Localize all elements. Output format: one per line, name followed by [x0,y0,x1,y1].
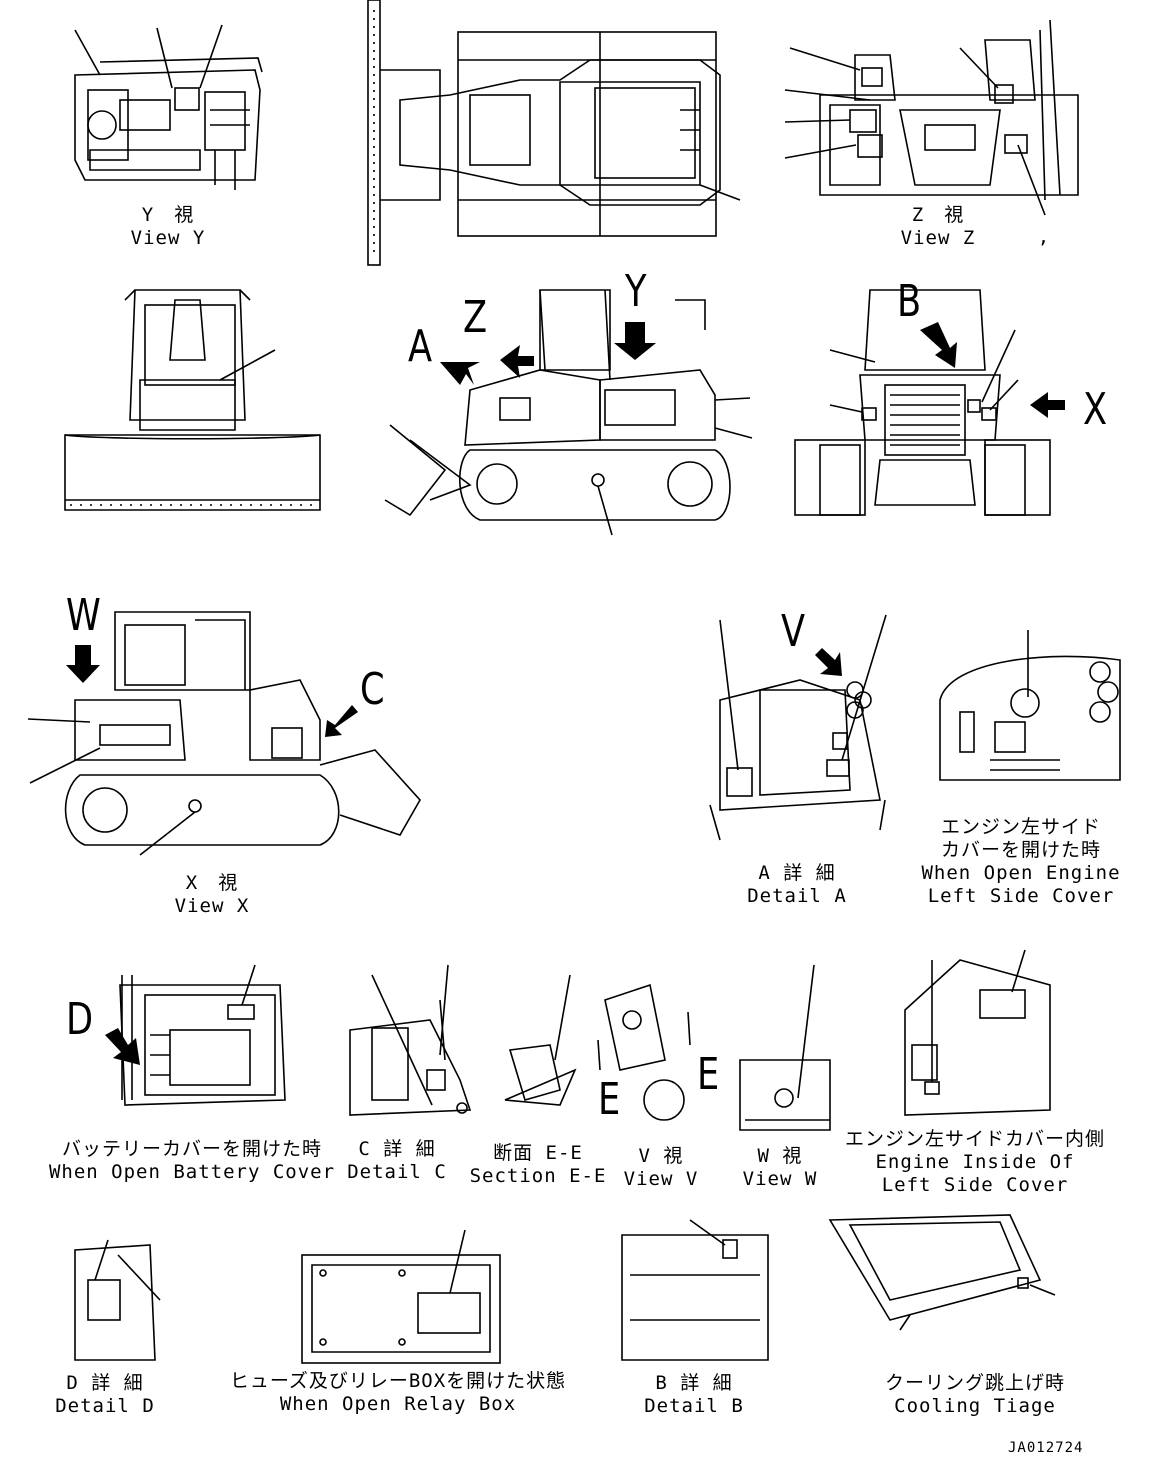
caption-view-v-en: View V [623,1168,699,1190]
caption-detail-a-en: Detail A [747,885,847,907]
caption-view-y-en: View Y [130,227,206,249]
caption-engine-left-cover-jp1: エンジン左サイド [940,816,1101,838]
view-w-drawing [739,964,831,1131]
view-letter-d: D [66,994,94,1045]
caption-detail-c-jp: C 詳 細 [358,1138,436,1160]
caption-cooling-tiage-en: Cooling Tiage [894,1395,1056,1417]
arrow-z [500,345,534,378]
arrow-y [614,322,656,360]
caption-view-w-en: View W [742,1168,818,1190]
caption-view-w-jp: W 視 [757,1145,803,1167]
detail-c-drawing [349,964,472,1116]
caption-view-v: V 視 View V [624,1145,699,1191]
caption-view-z-en: View Z [900,227,976,249]
caption-section-ee-en: Section E-E [469,1165,607,1187]
caption-detail-c-en: Detail C [347,1161,447,1183]
caption-engine-inside-jp: エンジン左サイドカバー内側 [844,1128,1106,1150]
section-ee-drawing [504,974,577,1106]
detail-b-drawing [621,1219,769,1361]
caption-view-x-jp: X 視 [185,872,239,894]
caption-battery-cover-jp: バッテリーカバーを開けた時 [61,1138,323,1160]
view-y-drawing [74,24,263,190]
caption-battery-cover: バッテリーカバーを開けた時 When Open Battery Cover [49,1138,335,1184]
view-letter-x: X [1083,384,1108,435]
caption-view-x-en: View X [174,895,250,917]
caption-engine-left-cover-jp2: カバーを開けた時 [940,839,1101,861]
caption-detail-b: B 詳 細 Detail B [644,1372,744,1418]
battery-cover-drawing [119,964,286,1106]
arrow-d [105,1028,140,1065]
view-letter-v: V [781,606,806,657]
arrow-b [920,322,957,368]
caption-relay-box-en: When Open Relay Box [279,1393,517,1415]
caption-view-x: X 視 View X [175,872,250,918]
front-view-drawing [64,289,321,511]
caption-engine-left-cover: エンジン左サイド カバーを開けた時 When Open Engine Left … [921,816,1120,908]
detail-d-drawing [74,1239,161,1361]
arrow-a [440,362,480,385]
caption-relay-box: ヒューズ及びリレーBOXを開けた状態 When Open Relay Box [230,1370,566,1416]
arrow-c [325,705,358,737]
view-letter-z: Z [463,292,488,343]
view-letter-b: B [897,276,922,327]
caption-view-z-jp: Z 視 [911,204,965,226]
caption-detail-a: A 詳 細 Detail A [747,862,847,908]
caption-engine-left-cover-en2: Left Side Cover [927,885,1115,907]
caption-view-y: Y 視 View Y [131,204,206,250]
caption-view-w: W 視 View W [743,1145,818,1191]
arrow-v [815,648,842,676]
view-letter-c: C [360,664,385,715]
caption-detail-d-jp: D 詳 細 [66,1372,144,1394]
caption-engine-inside: エンジン左サイドカバー内側 Engine Inside Of Left Side… [845,1128,1105,1197]
view-letter-w: W [66,590,101,641]
engine-inside-cover-drawing [904,949,1051,1116]
rear-view-drawing [794,289,1051,516]
caption-engine-inside-en2: Left Side Cover [881,1174,1069,1196]
caption-view-y-jp: Y 視 [141,204,195,226]
view-letter-a: A [408,321,433,372]
caption-view-v-jp: V 視 [638,1145,684,1167]
view-letter-e-left: E [598,1074,621,1125]
caption-cooling-tiage: クーリング跳上げ時 Cooling Tiage [885,1372,1065,1418]
view-z-drawing [784,19,1079,216]
caption-battery-cover-en: When Open Battery Cover [48,1161,336,1183]
relay-box-drawing [301,1229,501,1364]
drawing-code: JA012724 [1008,1440,1084,1456]
side-view-left-drawing [384,289,753,536]
view-letter-y: Y [625,266,647,317]
detail-a-drawing [709,614,887,841]
stray-mark: , [1037,226,1051,248]
view-letter-e-right: E [697,1049,720,1100]
caption-relay-box-jp: ヒューズ及びリレーBOXを開けた状態 [229,1370,567,1392]
caption-section-ee-jp: 断面 E-E [493,1142,583,1164]
caption-detail-b-en: Detail B [644,1395,744,1417]
caption-detail-b-jp: B 詳 細 [655,1372,733,1394]
caption-detail-d: D 詳 細 Detail D [55,1372,155,1418]
caption-cooling-tiage-jp: クーリング跳上げ時 [884,1372,1066,1394]
arrow-w [66,645,100,683]
view-v-drawing [597,983,691,1121]
caption-engine-inside-en1: Engine Inside Of [875,1151,1075,1173]
view-arrows [66,322,1065,1065]
caption-section-ee: 断面 E-E Section E-E [470,1142,607,1188]
caption-view-z: Z 視 View Z [901,204,976,250]
arrow-x [1030,392,1065,418]
caption-detail-a-jp: A 詳 細 [758,862,836,884]
cooling-tiage-drawing [828,1214,1056,1331]
caption-engine-left-cover-en1: When Open Engine [921,862,1121,884]
engine-left-cover-drawing [939,630,1121,781]
view-x-drawing [27,611,421,856]
caption-detail-c: C 詳 細 Detail C [347,1138,447,1184]
caption-detail-d-en: Detail D [55,1395,155,1417]
top-view-drawing [367,0,741,266]
